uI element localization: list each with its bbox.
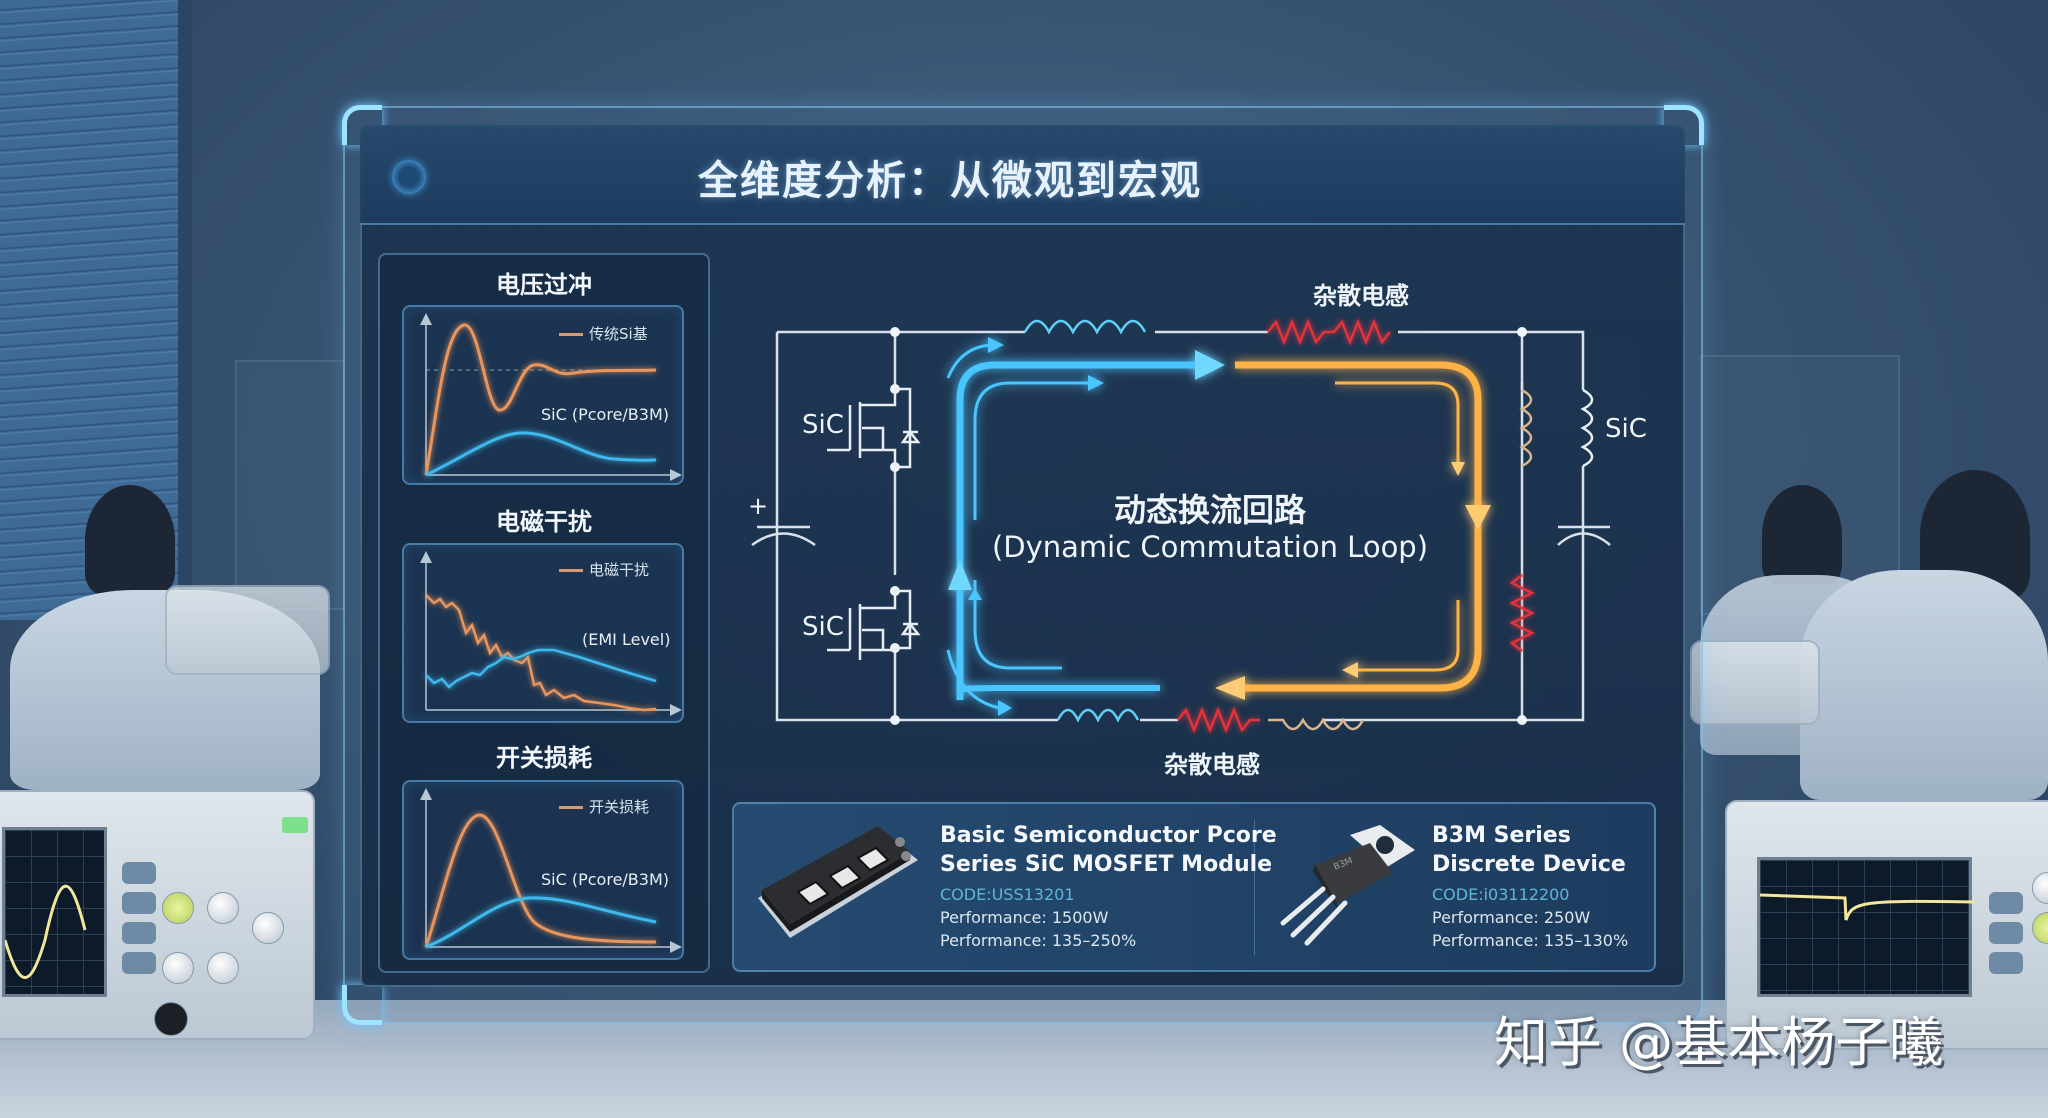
chart-voltage-overshoot: 传统Si基 SiC (Pcore/B3M) <box>402 305 684 485</box>
power-indicator <box>282 817 308 833</box>
to-247-discrete-device-image: B3M <box>1280 825 1415 946</box>
glow-corner-bottom-left <box>342 985 382 1025</box>
sic-mosfet-module-image <box>758 826 918 938</box>
product-2-code: CODE:i03112200 <box>1432 885 1570 904</box>
inductor-top <box>1023 319 1147 335</box>
inductor-right-outer <box>1580 388 1594 468</box>
sine-wave-trace <box>5 884 87 979</box>
chart-switching-loss: 开关损耗 SiC (Pcore/B3M) <box>402 780 684 960</box>
product-2-performance-1: Performance: 250W <box>1432 908 1591 927</box>
window-frame <box>178 0 192 640</box>
product-cards-strip <box>732 802 1656 972</box>
series-label-sic: SiC (Pcore/B3M) <box>541 870 669 889</box>
panel-title-bar <box>360 125 1685 225</box>
product-1-code: CODE:USS13201 <box>940 885 1075 904</box>
product-2-name-line2: Discrete Device <box>1432 852 1626 877</box>
series-label-emi-level: (EMI Level) <box>582 630 671 649</box>
inductor-right-inner <box>1519 388 1533 468</box>
zhihu-watermark: 知乎 @基本杨子曦 <box>1494 1011 1944 1074</box>
series-label-sic: SiC (Pcore/B3M) <box>541 405 669 424</box>
loop-subtitle: (Dynamic Commutation Loop) <box>991 530 1429 564</box>
product-2-performance-2: Performance: 135–130% <box>1432 931 1629 950</box>
chart-title-switching-loss: 开关损耗 <box>496 744 592 772</box>
emi-plot <box>420 551 682 716</box>
mosfet-bottom-symbol <box>827 589 921 660</box>
background-cabinet-left <box>235 360 345 610</box>
scientist-right-body <box>1800 570 2048 800</box>
stray-inductance-bottom <box>1177 706 1260 734</box>
step-response-trace <box>1760 893 1975 921</box>
oscilloscope-left <box>0 790 315 1040</box>
oscilloscope-left-screen <box>2 827 107 997</box>
legend-swatch-orange <box>559 569 583 572</box>
chart-title-voltage-overshoot: 电压过冲 <box>496 271 592 299</box>
current-flow-orange <box>1215 361 1491 700</box>
oscilloscope-right-screen <box>1757 857 1975 997</box>
panel-title: 全维度分析：从微观到宏观 <box>698 158 1202 204</box>
product-1-name-line2: Series SiC MOSFET Module <box>940 852 1273 877</box>
circle-indicator-icon <box>392 160 426 194</box>
loop-title: 动态换流回路 <box>1113 491 1306 529</box>
switching-loss-plot <box>420 788 682 953</box>
label-sic-bottom-switch: SiC <box>802 612 844 642</box>
product-1-performance-1: Performance: 1500W <box>940 908 1109 927</box>
capacitor-polarity-plus: + <box>748 492 769 520</box>
scientist-right-center-head <box>1762 485 1842 585</box>
label-sic-top-switch: SiC <box>802 410 844 440</box>
background-instrument-left <box>165 585 330 675</box>
product-divider <box>1254 820 1255 955</box>
lab-desk <box>0 1000 2048 1118</box>
inductor-bottom <box>1056 708 1140 723</box>
legend-swatch-orange <box>559 333 583 336</box>
product-1-name-line1: Basic Semiconductor Pcore <box>940 823 1277 848</box>
commutation-circuit-diagram <box>751 318 1611 734</box>
stray-inductance-top <box>1267 318 1391 346</box>
oscilloscope-right <box>1725 800 2048 1050</box>
inductor-bottom-small <box>1268 717 1365 731</box>
chart-title-emi: 电磁干扰 <box>496 508 592 536</box>
legend-switching-loss: 开关损耗 <box>559 796 649 817</box>
voltage-overshoot-plot <box>420 313 682 481</box>
product-1-performance-2: Performance: 135–250% <box>940 931 1137 950</box>
chart-emi: 电磁干扰 (EMI Level) <box>402 543 684 723</box>
glow-corner-top-left <box>342 105 382 145</box>
stray-resistor-right <box>1509 574 1535 652</box>
product-2-name-line1: B3M Series <box>1432 823 1571 848</box>
label-sic-right-inductor: SiC <box>1605 414 1647 444</box>
mosfet-top-symbol <box>827 387 921 469</box>
current-flow-blue <box>946 337 1225 716</box>
label-stray-inductance-bottom: 杂散电感 <box>1164 751 1260 779</box>
legend-swatch-orange <box>559 806 583 809</box>
label-stray-inductance-top: 杂散电感 <box>1313 282 1409 310</box>
background-instrument-right <box>1690 640 1820 725</box>
legend-emi: 电磁干扰 <box>559 559 649 580</box>
glow-corner-top-right <box>1664 105 1704 145</box>
scientist-left-head <box>85 485 175 595</box>
legend-conventional-si: 传统Si基 <box>559 323 648 344</box>
circuit-wires <box>751 330 1611 722</box>
